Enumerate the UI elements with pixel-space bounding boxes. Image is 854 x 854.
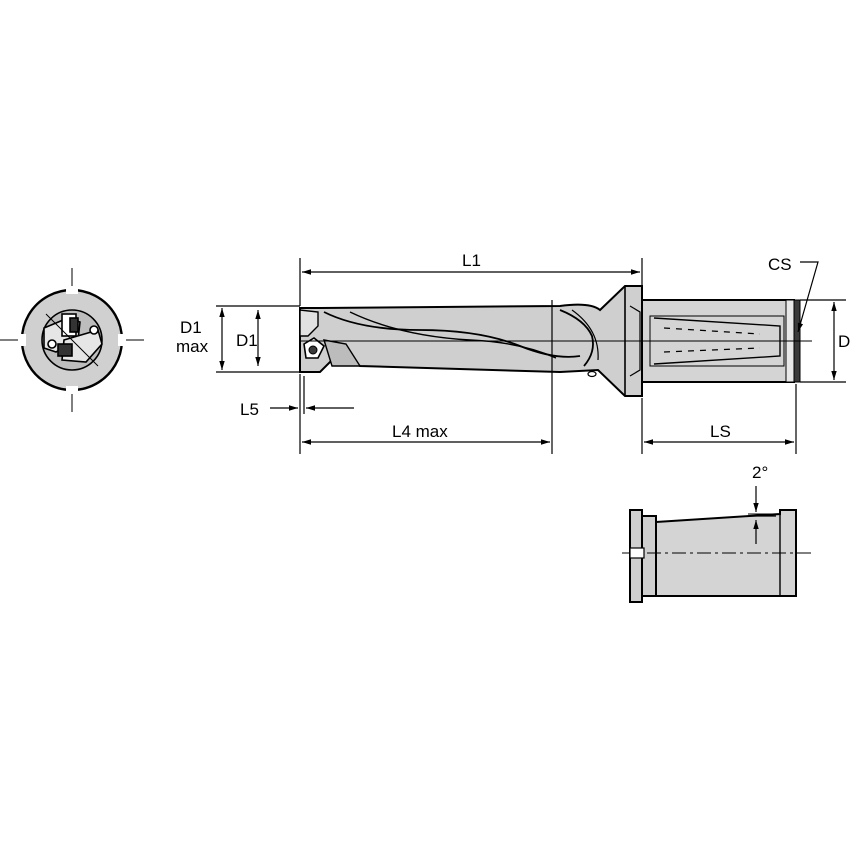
label-L1: L1 (462, 251, 481, 270)
label-D: D (838, 332, 850, 351)
end-view (0, 268, 144, 412)
shank-detail (622, 486, 812, 603)
label-angle: 2° (752, 463, 768, 482)
label-L5: L5 (240, 400, 259, 419)
dimensions (216, 258, 846, 454)
label-LS: LS (710, 422, 731, 441)
label-D1-max-line1: D1 (180, 318, 202, 337)
drill-side-view (299, 285, 812, 397)
label-CS: CS (768, 255, 792, 274)
label-L4-max: L4 max (392, 422, 448, 441)
label-D1-max-line2: max (176, 337, 209, 356)
label-D1: D1 (236, 331, 258, 350)
